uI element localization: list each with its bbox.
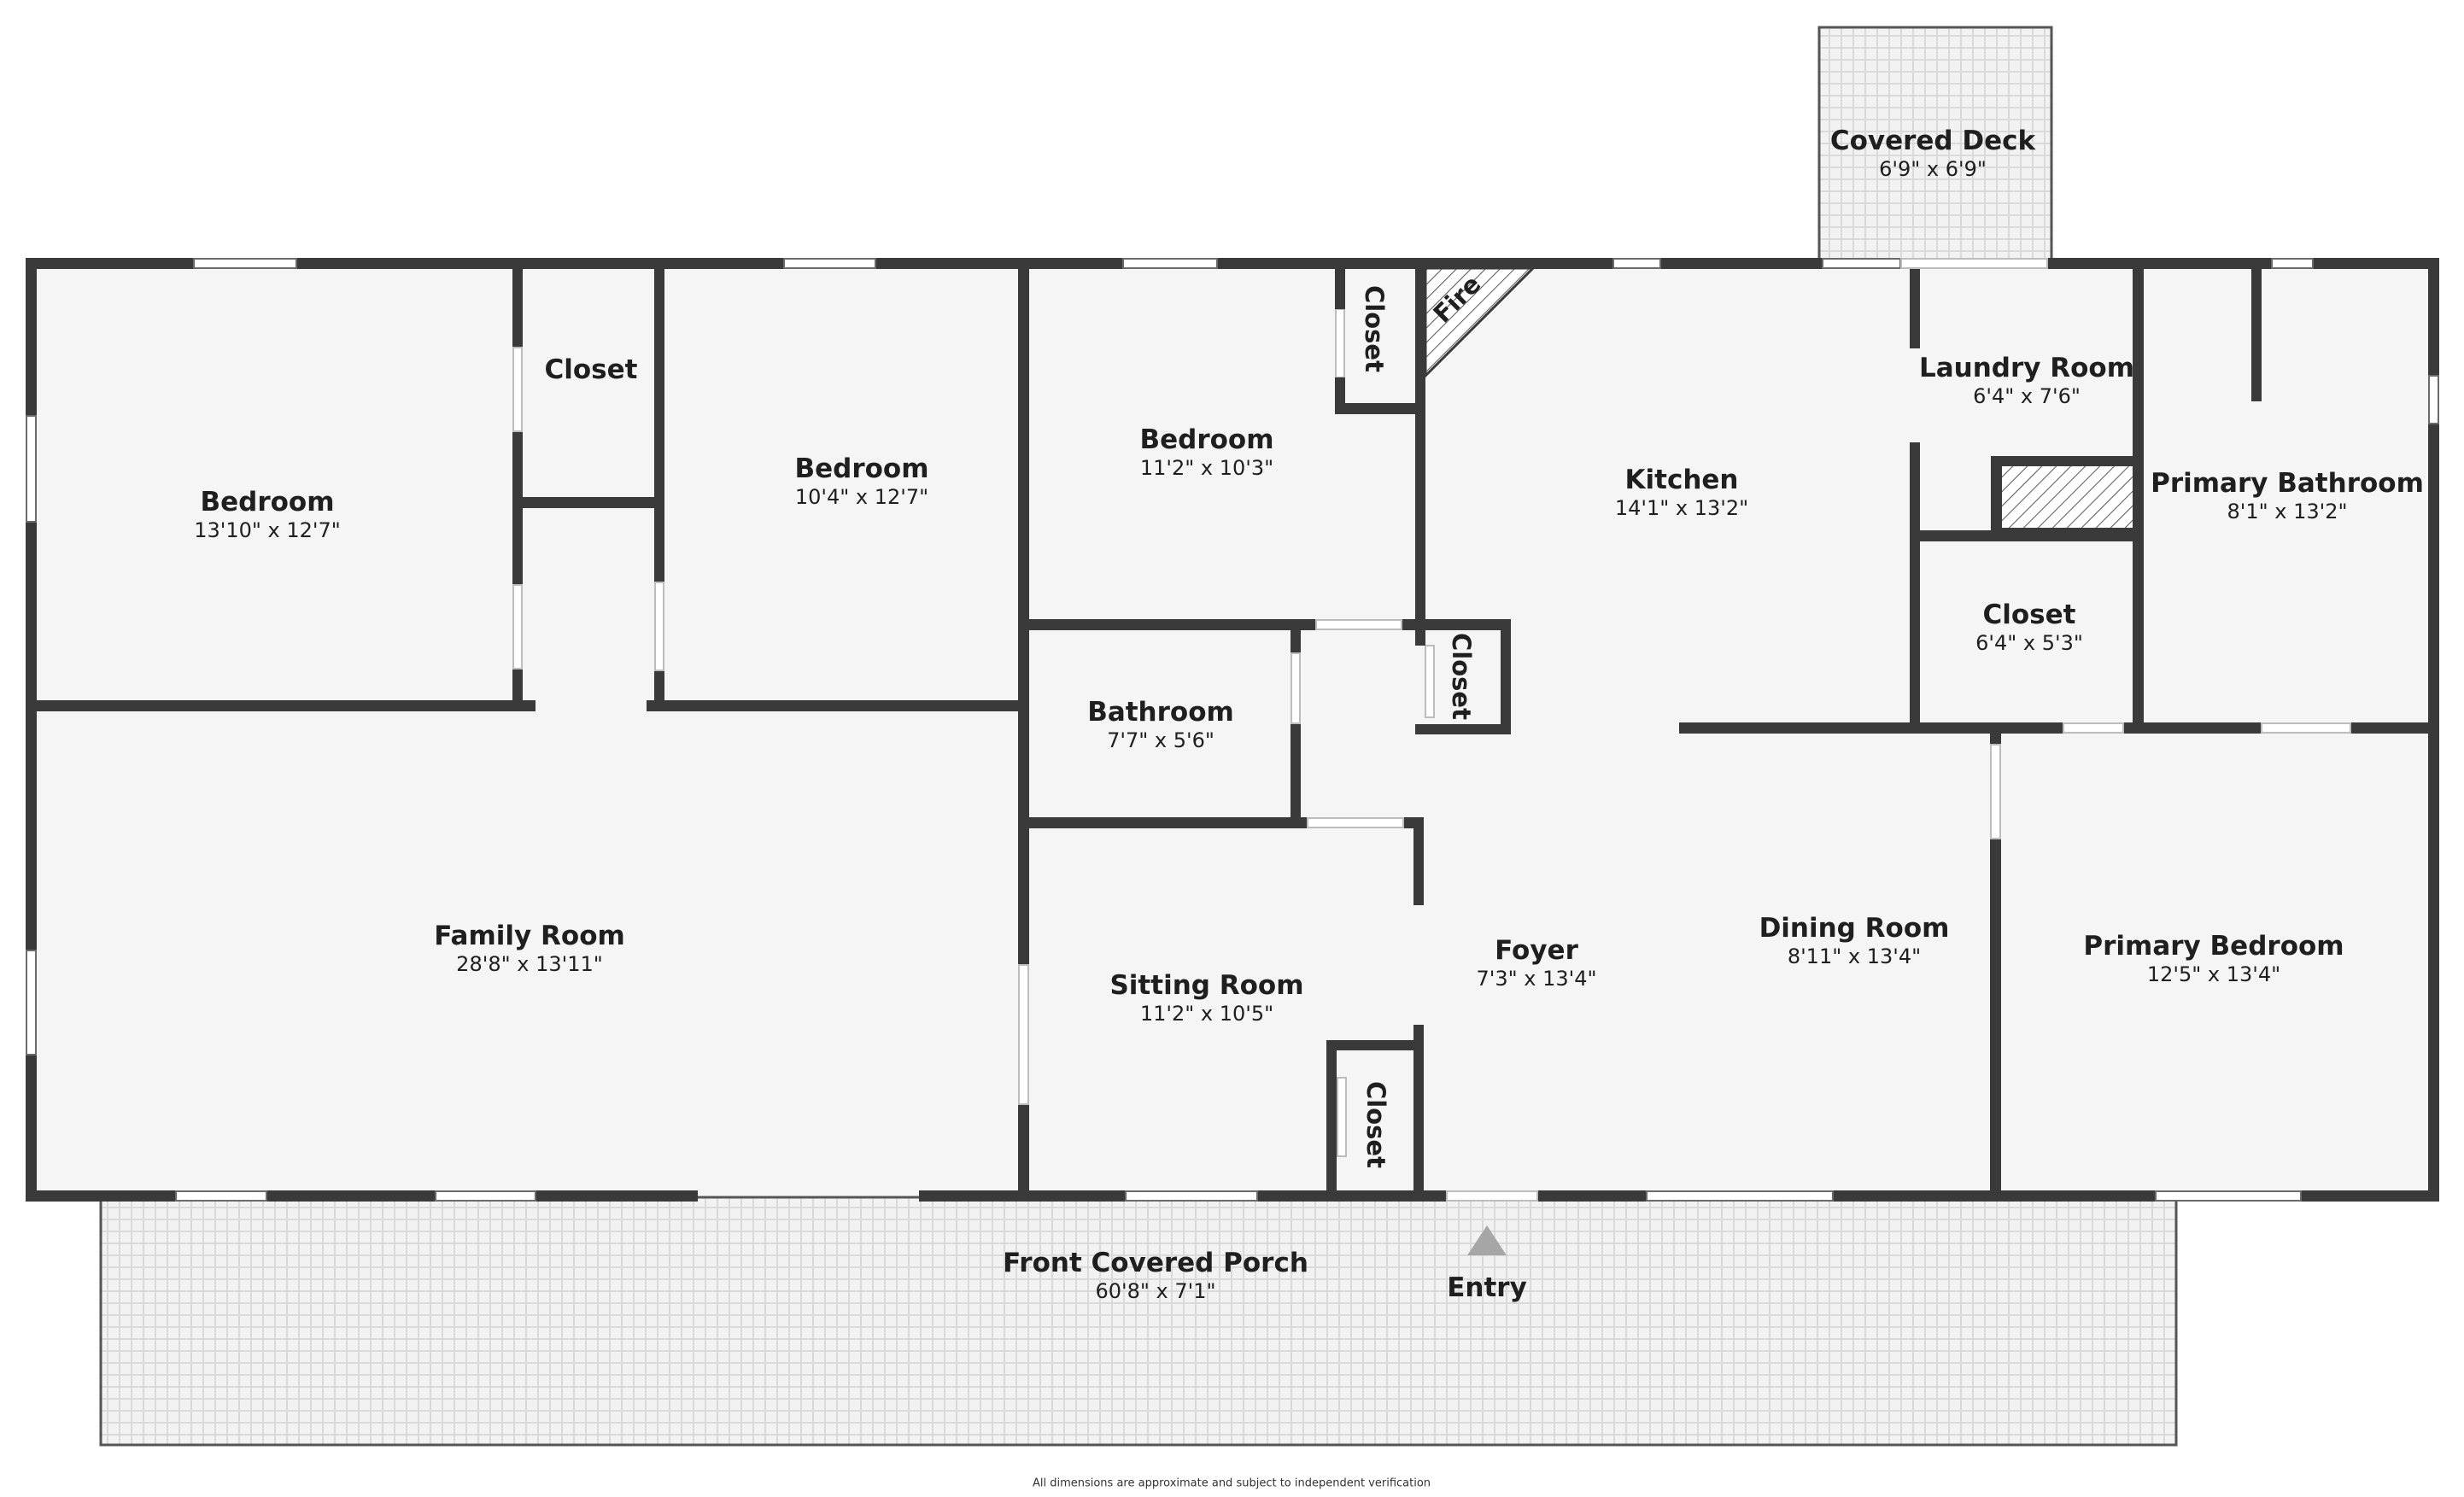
room-name: Dining Room [1759, 913, 1950, 944]
window [1646, 1190, 1834, 1202]
window [175, 1190, 267, 1202]
walls [26, 258, 2439, 1202]
window [783, 258, 876, 269]
room-name: Covered Deck [1829, 126, 2036, 156]
front-covered-porch-area [99, 1196, 2178, 1447]
room-name: Foyer [1495, 935, 1578, 966]
room-label-bathroom: Bathroom 7'7" x 5'6" [1087, 697, 1234, 753]
room-name: Sitting Room [1109, 970, 1304, 1001]
doorways [512, 258, 2351, 1202]
window [2428, 375, 2439, 424]
room-dims: 13'10" x 12'7" [194, 518, 341, 542]
room-label-kitchen: Kitchen 14'1" x 13'2" [1615, 465, 1748, 521]
entry-label: Entry [1447, 1272, 1527, 1303]
room-label-laundry-room: Laundry Room 6'4" x 7'6" [1919, 353, 2134, 409]
room-label-family-room: Family Room 28'8" x 13'11" [434, 921, 625, 977]
room-name: Front Covered Porch [1003, 1248, 1308, 1278]
room-dims: 6'4" x 7'6" [1973, 384, 2081, 408]
room-dims: 12'5" x 13'4" [2146, 962, 2281, 986]
room-label-bedroom-2: Bedroom 10'4" x 12'7" [794, 453, 928, 510]
room-dims: 11'2" x 10'5" [1139, 1002, 1274, 1026]
window [1612, 258, 1661, 269]
entry-arrow-icon [1467, 1225, 1507, 1255]
room-name: Closet [1982, 599, 2076, 630]
window [193, 258, 297, 269]
room-name: Laundry Room [1918, 353, 2135, 383]
room-name: Kitchen [1624, 465, 1739, 495]
room-name: Bathroom [1087, 697, 1234, 728]
window [26, 950, 37, 1056]
room-name: Bedroom [1139, 424, 1274, 455]
room-name: Primary Bedroom [2083, 931, 2344, 962]
room-dims: 11'2" x 10'3" [1139, 456, 1274, 480]
room-label-covered-deck: Covered Deck 6'9" x 6'9" [1830, 126, 2035, 182]
footer-note: All dimensions are approximate and subje… [1032, 1477, 1431, 1490]
covered-deck-area [1817, 26, 2053, 265]
room-label-bedroom-3: Bedroom 11'2" x 10'3" [1139, 424, 1273, 481]
room-label-closet-3: Closet [1447, 633, 1476, 720]
room-dims: 28'8" x 13'11" [456, 952, 603, 976]
walls-accent [1326, 258, 1425, 1202]
windows [26, 258, 2439, 1202]
window [1125, 1190, 1258, 1202]
room-dims: 14'1" x 13'2" [1614, 496, 1749, 520]
room-label-closet-1: Closet [545, 354, 638, 385]
laundry-appliance-hatch [1991, 456, 2141, 533]
room-dims: 8'11" x 13'4" [1787, 944, 1922, 968]
window [26, 415, 37, 523]
window [2271, 258, 2314, 269]
room-dims: 60'8" x 7'1" [1095, 1279, 1216, 1303]
room-dims: 6'4" x 5'3" [1975, 631, 2083, 655]
room-label-foyer: Foyer 7'3" x 13'4" [1476, 935, 1596, 991]
room-label-dining-room: Dining Room 8'11" x 13'4" [1759, 913, 1950, 969]
room-label-closet-5: Closet [1361, 1081, 1390, 1168]
room-dims: 6'9" x 6'9" [1879, 157, 1987, 181]
room-label-closet-2: Closet [1360, 285, 1389, 372]
room-name: Primary Bathroom [2151, 468, 2424, 499]
room-label-front-covered-porch: Front Covered Porch 60'8" x 7'1" [1003, 1248, 1308, 1304]
room-dims: 7'7" x 5'6" [1107, 728, 1214, 752]
room-label-bedroom-1: Bedroom 13'10" x 12'7" [194, 487, 341, 543]
room-dims: 8'1" x 13'2" [2227, 500, 2348, 523]
room-name: Bedroom [794, 453, 929, 484]
room-name: Closet [544, 354, 638, 385]
room-label-primary-bathroom: Primary Bathroom 8'1" x 13'2" [2151, 468, 2424, 524]
window [1822, 258, 1901, 269]
room-label-sitting-room: Sitting Room 11'2" x 10'5" [1109, 970, 1303, 1026]
window [1122, 258, 1218, 269]
window [2155, 1190, 2302, 1202]
room-name: Bedroom [200, 487, 335, 518]
room-dims: 7'3" x 13'4" [1476, 967, 1597, 991]
room-label-primary-bedroom: Primary Bedroom 12'5" x 13'4" [2083, 931, 2344, 987]
room-label-closet-4: Closet 6'4" x 5'3" [1975, 599, 2083, 656]
window [435, 1190, 536, 1202]
room-dims: 10'4" x 12'7" [794, 485, 929, 509]
room-name: Family Room [434, 921, 625, 951]
